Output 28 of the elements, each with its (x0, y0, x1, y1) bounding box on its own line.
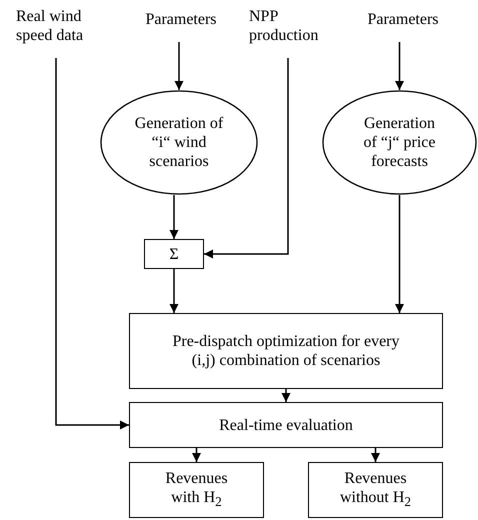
process-box (144, 239, 204, 269)
input-label: Parameters (145, 10, 217, 28)
node-text: Real-time evaluation (219, 416, 353, 434)
arrow (55, 58, 129, 430)
process-box (129, 313, 443, 389)
arrow (204, 58, 289, 258)
process-box (129, 402, 443, 448)
arrow (192, 448, 201, 462)
process-ellipse (100, 90, 258, 195)
process-box (129, 462, 264, 518)
arrow (174, 42, 184, 90)
arrow (282, 389, 290, 402)
node-text: Pre-dispatch optimization for every (i,j) combination of scenarios (171, 332, 401, 370)
input-label: NPP production (249, 7, 320, 45)
process-ellipse (322, 90, 477, 195)
input-label: Parameters (367, 10, 439, 28)
node-text: Revenues with H$_{2}$ (164, 468, 229, 512)
input-label: Real wind speed data (16, 7, 84, 45)
arrow (170, 195, 178, 239)
arrow (395, 42, 404, 90)
arrow (170, 269, 178, 313)
node-text: Generation of “j“ price forecasts (362, 114, 436, 171)
node-text: Σ (169, 244, 179, 264)
arrow (395, 195, 404, 313)
node-text: Revenues without H$_{2}$ (338, 468, 412, 512)
process-box (308, 462, 443, 518)
arrow (371, 448, 380, 462)
node-text: Generation of “i“ wind scenarios (134, 114, 224, 171)
